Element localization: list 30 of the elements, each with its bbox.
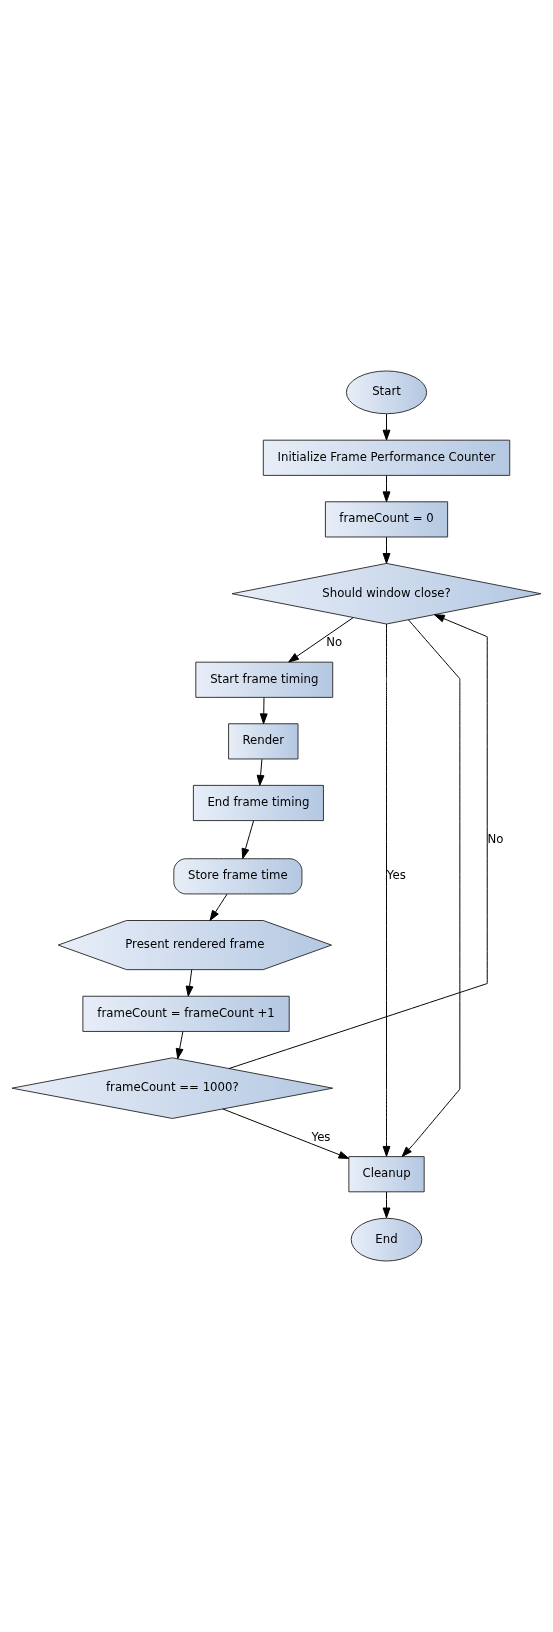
arrow xyxy=(259,697,268,725)
arrow xyxy=(382,1191,391,1219)
edge-label: No xyxy=(487,831,504,846)
arrow xyxy=(382,536,391,564)
node-ellipse: Start xyxy=(345,370,428,415)
edge-label: Yes xyxy=(311,1129,331,1144)
node-box: frameCount = 0 xyxy=(324,501,449,538)
arrow xyxy=(256,758,265,786)
edge-label: Yes xyxy=(386,868,406,883)
node-box: Initialize Frame Performance Counter xyxy=(262,439,511,476)
arrow xyxy=(175,1031,184,1060)
node-box: Render xyxy=(228,723,299,760)
arrow xyxy=(185,969,194,997)
arrow xyxy=(401,619,461,1157)
node-box: End frame timing xyxy=(192,784,324,822)
node-box: Cleanup xyxy=(348,1156,425,1193)
node-ellipse: End xyxy=(350,1217,423,1262)
edge-label: No xyxy=(326,635,343,650)
arrow xyxy=(228,614,488,1069)
node-box: frameCount = frameCount +1 xyxy=(82,995,290,1032)
arrow xyxy=(222,1108,350,1159)
node-box: Start frame timing xyxy=(195,661,334,698)
arrow xyxy=(241,820,255,860)
arrow xyxy=(382,475,391,503)
node-box: Store frame time xyxy=(173,858,303,895)
arrow xyxy=(382,413,391,441)
arrow xyxy=(209,893,228,921)
arrow xyxy=(382,623,391,1157)
arrow xyxy=(288,617,354,663)
node-diamond: frameCount == 1000? xyxy=(11,1057,334,1119)
